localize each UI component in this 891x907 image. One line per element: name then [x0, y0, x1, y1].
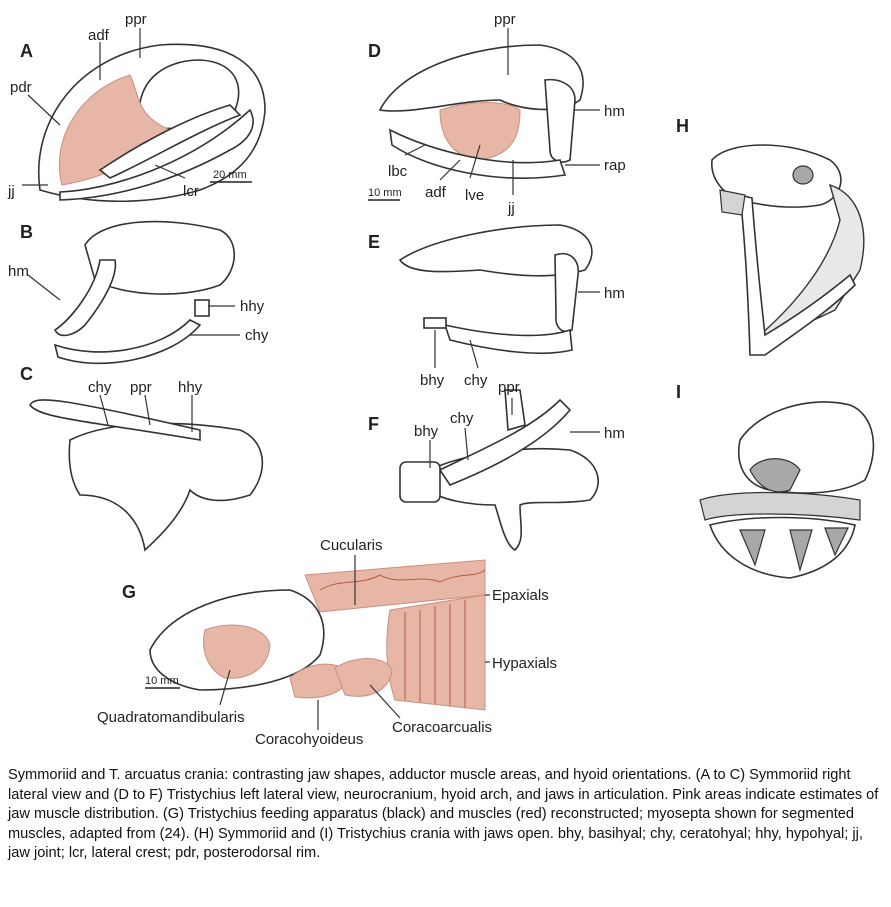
- panel-f: F bhy chy ppr hm: [368, 379, 625, 551]
- panel-label-h: H: [676, 116, 689, 136]
- jaw-gap-1-i: [739, 529, 766, 567]
- neurocranium-b: [84, 220, 235, 295]
- orbit-i: [749, 458, 801, 493]
- label-pdr-a: pdr: [10, 79, 32, 96]
- label-ppr-f: ppr: [498, 379, 520, 396]
- basihyal-f: [399, 461, 441, 503]
- adductor-muscle-d: [439, 102, 521, 161]
- label-hhy-c: hhy: [178, 379, 203, 396]
- panel-a: A adf ppr pdr jj lcr 20 mm: [7, 11, 266, 202]
- label-chy-c: chy: [88, 379, 112, 396]
- panel-label-g: G: [122, 582, 136, 602]
- coracoarcualis-g: [334, 658, 393, 697]
- label-lve-d: lve: [465, 187, 484, 204]
- leader-quadratomandibularis-g: [219, 669, 231, 706]
- label-chy-b: chy: [245, 327, 269, 344]
- panel-h: H: [676, 116, 865, 356]
- neurocranium-e: [398, 224, 593, 277]
- leader-lve-d: [469, 144, 481, 179]
- panel-label-a: A: [20, 41, 33, 61]
- hyoid-h: [719, 189, 746, 216]
- leader-adf-d: [439, 159, 461, 181]
- leader-hm-b: [27, 274, 61, 301]
- panel-i: I: [676, 382, 875, 579]
- leader-pdr-a: [27, 94, 61, 126]
- figure-canvas: A adf ppr pdr jj lcr 20 mm B hm hhy chy …: [7, 11, 875, 748]
- panel-label-e: E: [368, 232, 380, 252]
- panel-label-d: D: [368, 41, 381, 61]
- hyomandibula-e: [554, 253, 580, 333]
- label-cucularis-g: Cucularis: [320, 537, 383, 554]
- hyomandibula-b: [53, 259, 117, 337]
- label-chy-f: chy: [450, 410, 474, 427]
- scale-label-d: 10 mm: [368, 187, 402, 199]
- label-jj-a: jj: [7, 183, 15, 200]
- leader-ppr-c: [144, 394, 151, 426]
- quadratomandibularis-g: [203, 624, 271, 679]
- panel-label-b: B: [20, 222, 33, 242]
- myosepta-g: [404, 600, 466, 708]
- leader-lcr-a: [154, 164, 186, 179]
- scale-label-g: 10 mm: [145, 675, 179, 687]
- panel-e: E hm bhy chy: [368, 224, 625, 389]
- panel-d: D ppr hm rap lbc adf lve jj 10 mm: [368, 11, 626, 217]
- label-hm-f: hm: [604, 425, 625, 442]
- orbit-h: [792, 165, 814, 185]
- label-bhy-f: bhy: [414, 423, 439, 440]
- figure: A adf ppr pdr jj lcr 20 mm B hm hhy chy …: [7, 11, 875, 748]
- leader-lbc-d: [404, 144, 426, 156]
- panel-b: B hm hhy chy: [8, 220, 269, 365]
- ppr-f: [504, 389, 526, 432]
- leader-chy-e: [469, 339, 479, 369]
- label-adf-a: adf: [88, 27, 110, 44]
- ceratohyal-b: [53, 319, 202, 365]
- label-hm-d: hm: [604, 103, 625, 120]
- basihyal-e: [423, 317, 447, 329]
- panel-label-c: C: [20, 364, 33, 384]
- figure-caption: Symmoriid and T. arcuatus crania: contra…: [8, 767, 879, 862]
- label-bhy-e: bhy: [420, 372, 445, 389]
- hypohyal-b: [194, 299, 210, 317]
- ceratohyal-c: [29, 399, 201, 441]
- label-rap-d: rap: [604, 157, 626, 174]
- lower-jaw-h: [739, 193, 856, 356]
- leader-coracoarcualis-g: [369, 684, 401, 719]
- neurocranium-ventral-c: [68, 422, 264, 552]
- lower-jaw-a: [59, 108, 254, 201]
- label-ppr-c: ppr: [130, 379, 152, 396]
- palatoquadrate-a: [98, 104, 242, 179]
- leader-chy-f: [464, 427, 469, 461]
- label-lcr-a: lcr: [183, 183, 199, 200]
- label-hhy-b: hhy: [240, 298, 265, 315]
- label-ppr-a: ppr: [125, 11, 147, 28]
- hyomandibula-d: [544, 78, 576, 163]
- panel-c: C chy ppr hhy: [20, 364, 264, 552]
- jaw-gap-2-i: [789, 529, 813, 573]
- label-chy-e: chy: [464, 372, 488, 389]
- label-jj-d: jj: [507, 200, 515, 217]
- label-coracoarcualis-g: Coracoarcualis: [392, 719, 492, 736]
- ceratohyal-f: [438, 398, 572, 486]
- jaw-gap-3-i: [824, 527, 849, 557]
- neurocranium-d: [378, 44, 584, 112]
- label-ppr-d: ppr: [494, 11, 516, 28]
- cucularis-fibres-g: [319, 569, 486, 591]
- panel-g: G Cucularis Epaxials Hypaxials Quadratom…: [97, 537, 557, 748]
- label-quadratomandibularis-g: Quadratomandibularis: [97, 709, 245, 726]
- label-coracohyoideus-g: Coracohyoideus: [255, 731, 363, 748]
- hypaxial-muscle-g: [386, 594, 486, 711]
- panel-label-f: F: [368, 414, 379, 434]
- ceratohyal-e: [443, 323, 573, 355]
- label-hm-e: hm: [604, 285, 625, 302]
- lower-jaw-d: [389, 128, 567, 179]
- label-hypaxials-g: Hypaxials: [492, 655, 557, 672]
- label-epaxials-g: Epaxials: [492, 587, 549, 604]
- scale-label-a: 20 mm: [213, 169, 247, 181]
- leader-chy-c: [99, 394, 109, 426]
- panel-label-i: I: [676, 382, 681, 402]
- upper-jaw-i: [699, 491, 861, 521]
- label-lbc-d: lbc: [388, 163, 408, 180]
- label-adf-d: adf: [425, 184, 447, 201]
- label-hm-b: hm: [8, 263, 29, 280]
